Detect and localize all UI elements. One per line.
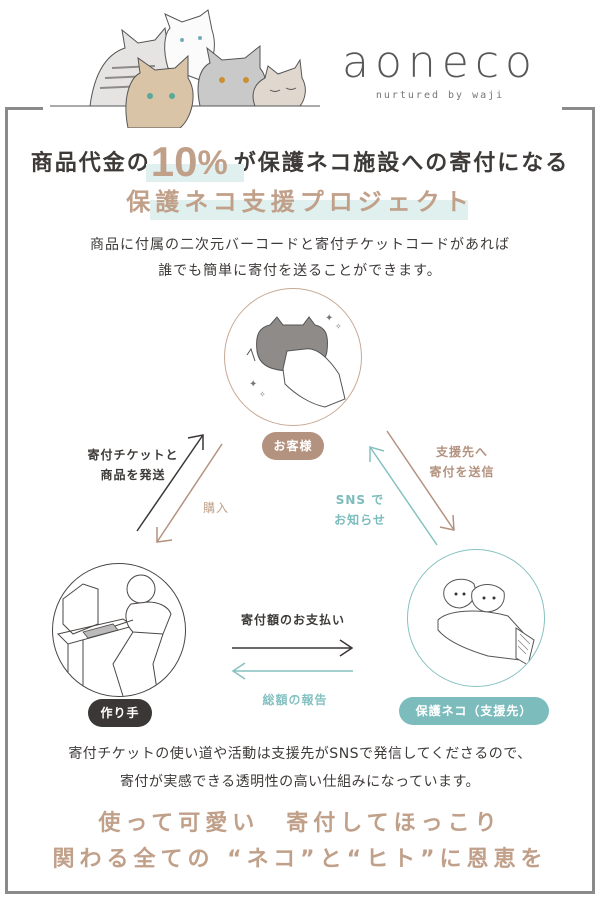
arrow-ship-icon: [136, 434, 204, 532]
arrow-buy-icon: [156, 443, 223, 543]
outro-text: 寄付チケットの使い道や活動は支援先がSNSで発信してくださるので、 寄付が実感で…: [0, 740, 600, 796]
flow-label-ship-line-2: 商品を発送: [100, 468, 166, 482]
headline-prefix: 商品代金の: [30, 151, 151, 176]
headline-percent: 10: [150, 138, 198, 185]
frame-border-bottom: [5, 891, 595, 894]
flow-label-send-line-1: 支援先へ: [435, 445, 488, 459]
customer-badge: お客様: [262, 432, 324, 460]
arrow-pay-icon: [232, 639, 354, 657]
intro-text: 商品に付属の二次元バーコードと寄付チケットコードがあれば 誰でも簡単に寄付を送る…: [0, 232, 600, 284]
slogan-line-2: 関わる全ての “ネコ”と“ヒト”に恩恵を: [52, 847, 548, 872]
cat-purse-icon: ✦ ✧ ✦ ✧: [246, 313, 346, 408]
flow-label-sns-line-1: SNS で: [335, 493, 385, 507]
headline-percent-highlight: 10%: [145, 138, 244, 186]
flow-label-buy: 購入: [202, 501, 229, 515]
arrow-report-icon: [231, 662, 353, 680]
flow-label-pay: 寄付額のお支払い: [240, 613, 345, 627]
brand-tagline: nurtured by waji: [375, 90, 505, 101]
flow-label-report: 総額の報告: [262, 693, 328, 707]
brand-logo: aoneco: [342, 37, 538, 88]
customer-illustration: ✦ ✧ ✦ ✧: [224, 288, 362, 426]
cats-illustration: [50, 8, 320, 128]
intro-line-2: 誰でも簡単に寄付を送ることができます。: [158, 263, 442, 279]
flow-label-send-line-2: 寄付を送信: [429, 465, 495, 479]
headline-suffix: が保護ネコ施設への寄付になる: [233, 151, 570, 176]
shelter-illustration: [407, 549, 545, 687]
outro-line-2: 寄付が実感できる透明性の高い仕組みになっています。: [119, 774, 481, 790]
flow-label-send: 支援先へ 寄付を送信: [422, 442, 502, 482]
arrow-sns-icon: [369, 446, 438, 546]
svg-text:✧: ✧: [259, 390, 266, 399]
svg-text:✧: ✧: [335, 322, 342, 331]
percent-highlight-bar: [145, 164, 244, 182]
flow-label-sns-line-2: お知らせ: [334, 513, 386, 527]
arrow-send-icon: [386, 430, 455, 531]
frame-border-left: [5, 107, 8, 894]
flow-label-sns: SNS で お知らせ: [330, 490, 390, 530]
kittens-in-hands-icon: [437, 578, 535, 666]
outro-line-1: 寄付チケットの使い道や活動は支援先がSNSで発信してくださるので、: [68, 746, 532, 762]
frame-border-top-right: [562, 107, 595, 110]
project-title-highlight: [150, 200, 468, 220]
flow-label-ship: 寄付チケットと 商品を発送: [78, 445, 188, 485]
frame-border-top-left: [5, 107, 43, 110]
svg-text:✦: ✦: [325, 313, 333, 324]
slogan: 使って可愛い 寄付してほっこり 関わる全ての “ネコ”と“ヒト”に恩恵を: [0, 806, 600, 878]
sewing-person-icon: [57, 574, 172, 696]
headline-percent-sign: %: [197, 144, 230, 182]
slogan-line-1: 使って可愛い 寄付してほっこり: [98, 811, 502, 836]
maker-illustration: [52, 563, 186, 697]
maker-badge: 作り手: [88, 699, 152, 727]
project-title: 保護ネコ支援プロジェクト: [126, 188, 474, 216]
svg-text:✦: ✦: [249, 379, 257, 390]
frame-border-right: [592, 107, 595, 894]
shelter-badge: 保護ネコ（支援先）: [399, 697, 549, 725]
intro-line-1: 商品に付属の二次元バーコードと寄付チケットコードがあれば: [90, 237, 510, 253]
flow-label-ship-line-1: 寄付チケットと: [87, 448, 179, 462]
